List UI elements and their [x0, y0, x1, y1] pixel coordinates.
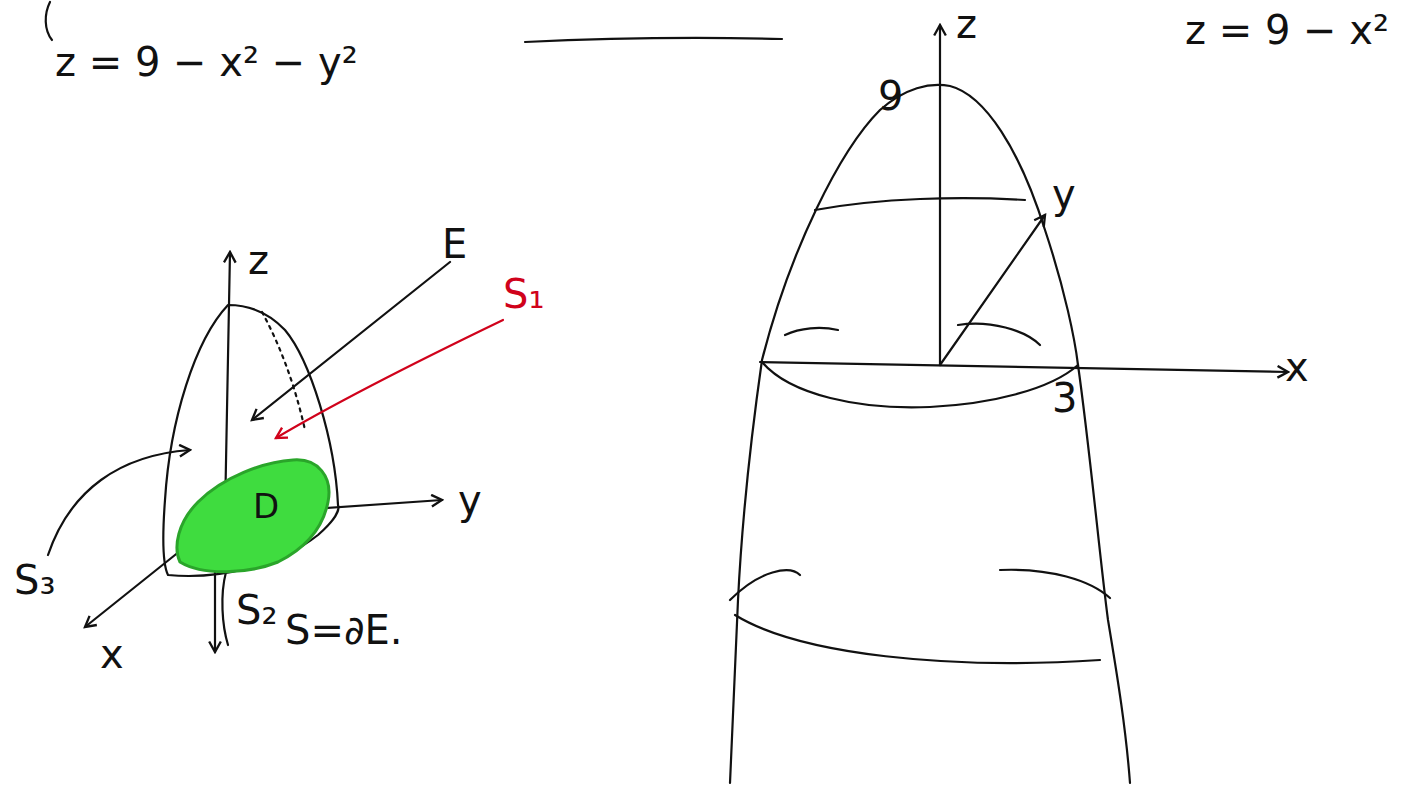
axis-label: x — [1285, 345, 1309, 389]
region-patch: D — [168, 452, 340, 580]
cross-section — [762, 362, 1078, 407]
hidden-edge — [262, 312, 305, 430]
axis-label: y — [458, 478, 482, 522]
y-axis — [940, 215, 1045, 365]
axis-label: y — [1052, 172, 1076, 216]
equation: z = 9 − x² — [1185, 8, 1389, 52]
cross-section — [958, 324, 1040, 345]
leader-line — [48, 450, 190, 555]
cross-section — [735, 615, 1100, 663]
surface-outline — [762, 85, 1130, 783]
region-fill — [177, 460, 329, 572]
cross-section — [730, 570, 800, 600]
note: S=∂E. — [285, 608, 403, 652]
cut-off-symbol — [46, 2, 52, 40]
surface-outline — [730, 360, 762, 783]
axis-label: E — [442, 222, 467, 266]
axis-label: x — [100, 632, 124, 676]
cross-section — [1000, 570, 1110, 598]
cross-section — [815, 198, 1025, 210]
separator-line — [525, 38, 782, 42]
axis-label: S₃ — [14, 558, 55, 602]
leader-line — [276, 320, 503, 438]
z-axis — [225, 252, 230, 515]
z-axis — [939, 25, 941, 365]
region-label: D — [250, 488, 282, 525]
equation: z = 9 − x² − y² — [55, 40, 358, 84]
bracket — [222, 572, 228, 645]
axis-label: 9 — [878, 74, 903, 118]
axis-label: S₁ — [503, 272, 544, 316]
cross-section — [785, 328, 838, 335]
axis-label: z — [248, 238, 269, 282]
axis-label: 3 — [1052, 376, 1077, 420]
axis-label: z — [956, 2, 977, 46]
x-axis — [760, 362, 1288, 372]
axis-label: S₂ — [236, 588, 277, 632]
solid-outline — [163, 305, 338, 576]
